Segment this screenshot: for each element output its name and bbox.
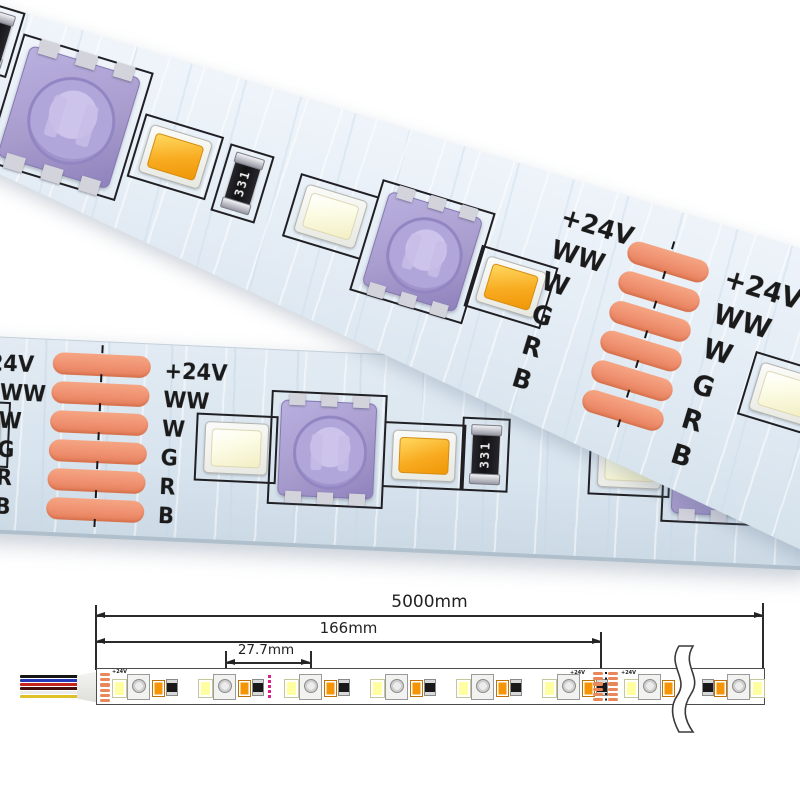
label-24v: 24V (0, 351, 35, 379)
diagram-warm-white-led (152, 680, 165, 697)
pad-labels-column: 24V WW W G R B (0, 351, 51, 520)
label-b: B (157, 503, 175, 530)
diagram-cool-white-led (112, 679, 127, 698)
arrowhead-right-icon (592, 638, 601, 644)
solder-pads-mini (100, 673, 110, 703)
diagram-cool-white-led (750, 679, 765, 698)
arrowhead-left-icon (96, 612, 105, 618)
break-symbol-icon (671, 645, 696, 733)
cool-white-led (193, 412, 279, 485)
lead-wire (20, 678, 78, 682)
resistor-331: 331 (210, 143, 274, 223)
diagram-cool-white-led (456, 679, 471, 698)
dimension-label-segment: 166mm (319, 619, 378, 637)
dimension-line-segment (96, 641, 601, 643)
diagram-warm-white-led (662, 680, 675, 697)
diagram-resistor (702, 679, 714, 696)
label-r: R (0, 465, 13, 492)
label-w: W (0, 408, 23, 435)
diagram-rgb-led (385, 674, 408, 700)
label-b: B (0, 493, 12, 520)
diagram-resistor (510, 679, 522, 696)
wire-connector (77, 671, 98, 703)
arrowhead-left-icon (226, 659, 235, 665)
label-ww: WW (162, 388, 210, 416)
diagram-resistor (252, 679, 264, 696)
diagram-warm-white-led (238, 680, 251, 697)
extension-line (762, 603, 764, 668)
diagram-warm-white-led (496, 680, 509, 697)
diagram-resistor (338, 679, 350, 696)
extension-line (95, 605, 97, 670)
pad-label-mini: +24V (621, 670, 637, 676)
dimension-label-total: 5000mm (391, 592, 468, 612)
extension-line (600, 632, 602, 669)
warm-white-led (127, 113, 225, 200)
diagram-rgb-led (557, 674, 580, 700)
extension-line (225, 651, 227, 680)
cut-line-dots (605, 672, 607, 702)
lead-wire (20, 682, 78, 686)
arrowhead-left-icon (96, 638, 105, 644)
diagram-cool-white-led (370, 679, 385, 698)
diagram-warm-white-led (714, 680, 727, 697)
lead-wire (20, 686, 78, 690)
diagram-rgb-led (471, 674, 494, 700)
arrowhead-right-icon (301, 659, 310, 665)
diagram-resistor (166, 679, 178, 696)
diagram-rgb-led (299, 674, 322, 700)
pad-label-mini: +24V (112, 669, 128, 675)
diagram-rgb-led (127, 674, 150, 700)
diagram-cool-white-led (624, 679, 639, 698)
diagram-cool-white-led (284, 679, 299, 698)
label-ww: WW (0, 380, 47, 408)
diagram-cool-white-led (542, 679, 557, 698)
diagram-warm-white-led (410, 680, 423, 697)
diagram-warm-white-led (324, 680, 337, 697)
solder-pads-mini (608, 672, 618, 702)
diagram-cool-white-led (198, 679, 213, 698)
solder-pads (45, 345, 152, 531)
diagram-rgb-led (213, 674, 236, 700)
diagram-strip-outline: +24V (96, 668, 765, 705)
brand-marking (268, 675, 271, 699)
label-g: G (0, 437, 15, 463)
lead-wire (20, 695, 78, 699)
extension-line (310, 651, 312, 680)
diagram-rgb-led (727, 674, 750, 700)
diagram-rgb-led (638, 674, 661, 700)
lead-wire (20, 674, 78, 678)
lead-wire (20, 690, 78, 695)
diagram-resistor (424, 679, 436, 696)
solder-pads-mini (593, 672, 603, 702)
arrowhead-right-icon (754, 612, 763, 618)
dimension-line-total (96, 615, 763, 617)
dimension-line-led-spacing (226, 662, 310, 664)
dimension-label-led-spacing: 27.7mm (237, 642, 295, 658)
pad-label-mini: +24V (570, 670, 586, 676)
